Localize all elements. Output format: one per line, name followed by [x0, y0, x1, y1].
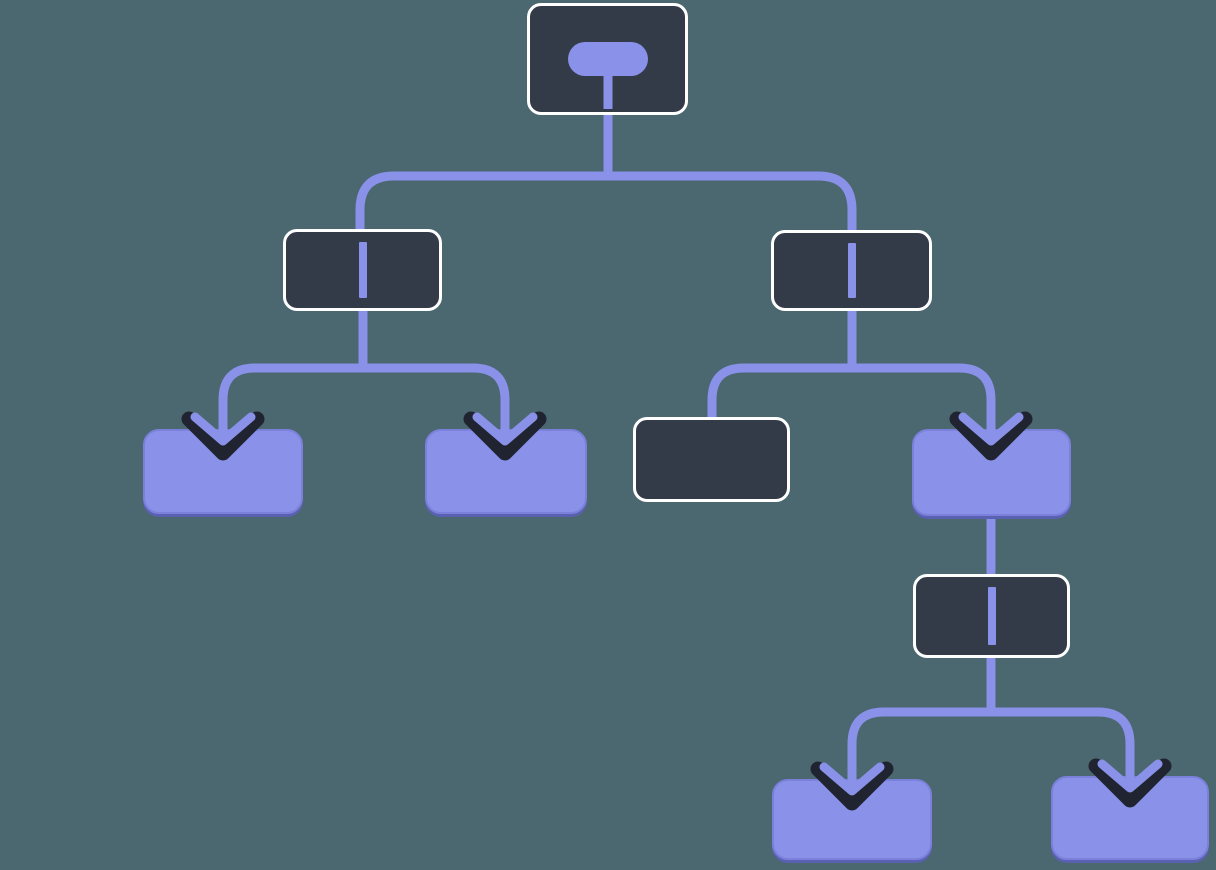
branch-sub-node[interactable]: [913, 574, 1070, 658]
mid-right-node[interactable]: [912, 429, 1071, 516]
root-node[interactable]: [527, 3, 688, 115]
leaf-bottom-2[interactable]: [1051, 776, 1209, 860]
vertical-line-icon: [358, 242, 367, 298]
connector-root-fork: [355, 171, 857, 230]
vertical-line-icon: [987, 587, 996, 645]
leaf-bottom-1[interactable]: [772, 779, 932, 860]
branch-left-node[interactable]: [283, 229, 442, 311]
leaf-left-1[interactable]: [143, 429, 303, 514]
leaf-left-2[interactable]: [425, 429, 587, 514]
branch-right-node[interactable]: [771, 230, 932, 311]
vertical-line-icon: [847, 243, 856, 298]
pill-icon: [567, 42, 648, 76]
pill-stem-line: [603, 68, 612, 109]
dark-leaf-node[interactable]: [633, 417, 790, 502]
